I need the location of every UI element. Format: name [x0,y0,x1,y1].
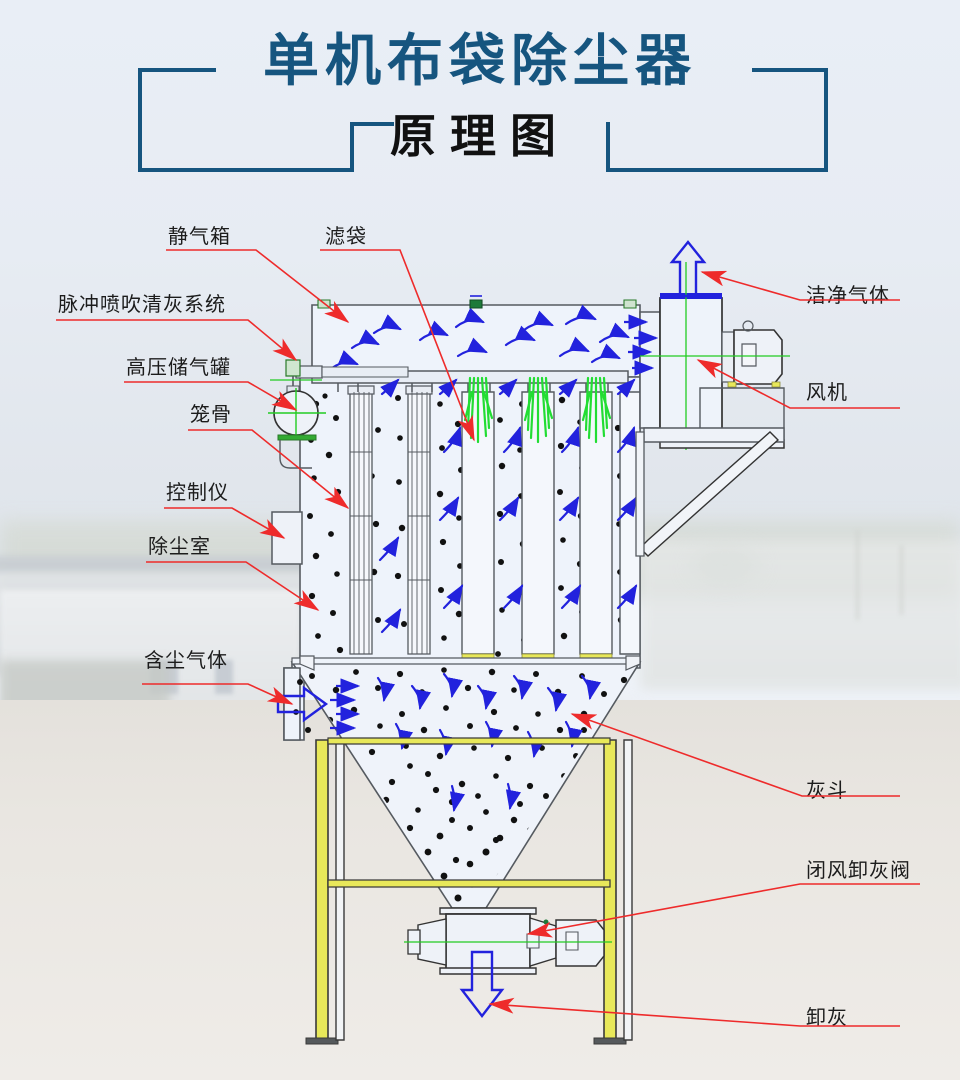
valve-bottom-flange [440,968,536,974]
leader-feng-ji [696,359,900,408]
title-rule-bottom-right [610,168,828,172]
tank-drain-pipe [280,440,312,468]
support-leg-front-right [594,740,626,1044]
motor-eye-bolt [743,321,753,331]
plenum-flow-arrows [332,304,630,368]
valve-top-flange [440,908,536,914]
label-mai-chong-pen-chui: 脉冲喷吹清灰系统 [58,292,226,316]
leader-lv-dai [320,250,474,442]
plenum-lug-mid [470,300,482,308]
filter-bag-cage-2 [406,386,432,654]
label-jie-jing-qi-ti: 洁净气体 [806,283,890,307]
label-kong-zhi-yi: 控制仪 [166,480,229,504]
leader-xie-hui [488,997,900,1026]
valve-motor-box [566,932,578,950]
valve-shaft-block [527,934,539,948]
filter-bag-cage-1 [348,386,374,654]
fan-support-brace [640,432,778,556]
title-rule-left-vert [138,68,142,172]
bg-blur-blob-1 [690,545,760,585]
title-rule-top-left [138,68,216,72]
leader-jie-jing-qi-ti [700,270,900,300]
pulse-valve [286,360,300,376]
valve-indicator [543,919,549,925]
leader-long-gu [188,430,350,510]
leader-han-chen-qi-ti [142,684,294,704]
title-rule-sub-right [606,122,610,172]
title-rule-sub-left [350,122,354,172]
fan-support-column [636,432,644,556]
bg-pole-1 [856,530,859,620]
support-leg-front-left [306,740,338,1044]
label-feng-ji: 风机 [806,380,848,404]
fan-motor [734,330,782,384]
label-han-chen-qi-ti: 含尘气体 [144,648,228,672]
callout-leaders [56,250,920,1026]
label-hui-dou: 灰斗 [806,778,848,802]
label-bi-feng-xie-hui-fa: 闭风卸灰阀 [806,858,911,882]
pulse-jet-sprays [465,378,610,442]
label-lv-dai: 滤袋 [325,224,367,248]
bag-flow-arrows [380,378,638,632]
title-rule-right-vert [824,68,828,172]
leader-jing-qi-xiang [166,250,350,323]
title-block: 单机布袋除尘器 原理图 [0,0,960,200]
label-xie-hui: 卸灰 [806,1005,848,1029]
fan-housing [660,298,722,442]
pulse-jet-spray-2 [525,378,552,442]
bg-pole-2 [900,545,903,615]
label-gao-ya-chu-qi-guan: 高压储气罐 [126,355,231,379]
tank-saddle [278,435,316,440]
clean-gas-arrow [672,242,704,296]
support-leg-back-left [336,740,344,1040]
leader-mai-chong [56,320,298,362]
title-rule-top-right [752,68,828,72]
bg-window [215,660,233,694]
upper-brace [328,738,610,744]
filter-bag-5 [580,392,612,659]
label-long-gu: 笼骨 [190,402,232,426]
page-title: 单机布袋除尘器 [263,29,697,94]
pulse-jet-spray-3 [583,378,610,442]
plenum-lug-right [624,300,636,308]
support-leg-back-right [624,740,632,1040]
page-subtitle: 原理图 [390,109,570,163]
leader-hui-dou [570,714,900,796]
controller [272,512,302,564]
motor-terminal-box [742,344,756,366]
title-rule-bottom-left [138,168,350,172]
leader-air-tank [124,382,298,411]
leader-kong-zhi-yi [164,508,286,539]
label-chu-chen-shi: 除尘室 [148,534,211,558]
rotary-airlock-valve [404,908,612,974]
outlet-flow-arrows [624,314,659,376]
label-jing-qi-xiang: 静气箱 [168,224,231,248]
inlet-flow-arrows [330,678,361,736]
dust-laden-gas-arrow [278,688,326,720]
title-rule-sub-top [350,122,394,126]
cross-brace [328,880,610,887]
fan-coupling [722,332,734,382]
leader-chu-chen-shi [146,562,320,611]
leader-bi-feng-xie-hui-fa [526,884,920,938]
support-legs [306,738,632,1044]
